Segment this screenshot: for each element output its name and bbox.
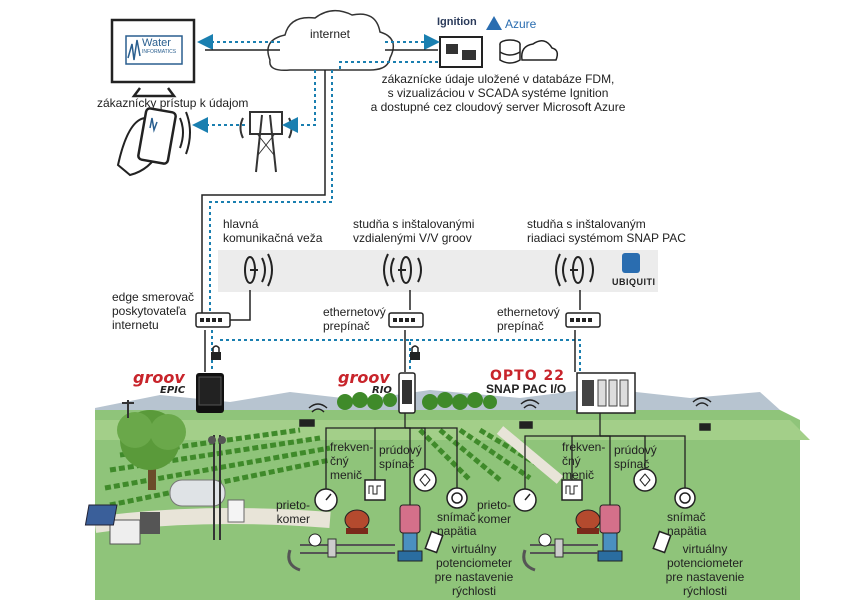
customer-data-line-3: a dostupné cez cloudový server Microsoft…	[370, 100, 626, 114]
edge-router-label-line-3: internetu	[112, 318, 159, 332]
left-flowmeter-label: prieto- komer	[262, 498, 310, 526]
left-current-switch-label: prúdový spínač	[379, 443, 422, 471]
well-snap-label: studňa s inštalovaným riadiaci systémom …	[527, 217, 686, 245]
tower-label: hlavná komunikačná veža	[223, 217, 322, 245]
well-groov-label: studňa s inštalovanými vzdialenými V/V g…	[353, 217, 474, 245]
well-snap-label-line-2: riadiaci systémom SNAP PAC	[527, 231, 686, 245]
left-flowmeter-line-1: prieto-	[275, 498, 310, 512]
tower-label-line-1: hlavná	[223, 217, 259, 231]
right-pot-line-4: rýchlosti	[682, 584, 727, 598]
customer-data-line-1: zákaznícke údaje uložené v databáze FDM,	[381, 72, 615, 86]
right-voltage-sensor-line-1: snímač	[667, 510, 706, 524]
right-vfd-line-1: frekven-	[562, 440, 606, 454]
switch-label-1-line-2: prepínač	[323, 319, 370, 333]
left-voltage-sensor-label: snímač napätia	[437, 510, 476, 538]
water-informatics-logo: Water INFORMATICS	[142, 37, 182, 55]
right-vfd-line-2: čný	[562, 454, 581, 468]
cloud-server	[439, 16, 559, 68]
left-vfd-line-1: frekven-	[330, 440, 374, 454]
left-vfd-line-2: čný	[330, 454, 349, 468]
left-pot-line-4: rýchlosti	[451, 584, 496, 598]
internet-label: internet	[309, 27, 351, 41]
well-groov-label-line-1: studňa s inštalovanými	[353, 217, 475, 231]
ubiquiti-label: UBIQUITI	[612, 277, 656, 287]
right-flowmeter-label: prieto- komer	[463, 498, 511, 526]
left-pot-line-1: virtuálny	[451, 542, 497, 556]
tower-label-line-2: komunikačná veža	[223, 231, 323, 245]
edge-router-label: edge smerovač poskytovateľa internetu	[112, 290, 194, 332]
right-current-switch-line-2: spínač	[614, 457, 650, 471]
water-logo-word: Water	[142, 37, 171, 49]
internet-cloud	[267, 9, 395, 72]
groov-epic-device	[196, 373, 224, 413]
groov-rio-brand: groov	[338, 368, 390, 387]
radio-link-band	[218, 250, 658, 292]
right-pot-label: virtuálny potenciometer pre nastavenie r…	[655, 542, 755, 598]
opto22-brand: OPTO 22	[490, 368, 565, 384]
right-flowmeter-line-2: komer	[477, 512, 511, 526]
left-well-instruments	[287, 468, 468, 572]
customer-monitor	[110, 18, 196, 98]
left-pot-line-3: pre nastavenie	[434, 570, 514, 584]
right-pot-line-2: potenciometer	[666, 556, 744, 570]
right-well-instruments	[513, 468, 696, 572]
left-pot-line-2: potenciometer	[435, 556, 513, 570]
customer-data-line-2: s vizualizáciou v SCADA systéme Ignition	[387, 86, 609, 100]
switch-label-1: ethernetový prepínač	[323, 305, 386, 333]
lock-icons	[211, 345, 420, 360]
left-current-switch-line-2: spínač	[379, 457, 415, 471]
right-vfd-label: frekven- čný menič	[562, 440, 605, 482]
edge-router-label-line-2: poskytovateľa	[112, 304, 187, 318]
left-pot-label: virtuálny potenciometer pre nastavenie r…	[424, 542, 524, 598]
right-current-switch-line-1: prúdový	[614, 443, 657, 457]
instrument-wiring	[325, 413, 686, 505]
cell-tower	[239, 111, 293, 173]
snap-pac-rack	[576, 372, 636, 414]
switch-label-1-line-1: ethernetový	[323, 305, 386, 319]
groov-rio-model: RIO	[372, 385, 392, 396]
right-pot-line-3: pre nastavenie	[665, 570, 745, 584]
left-vfd-line-3: menič	[330, 468, 363, 482]
right-flowmeter-line-1: prieto-	[476, 498, 511, 512]
left-voltage-sensor-line-2: napätia	[437, 524, 477, 538]
left-flowmeter-line-2: komer	[276, 512, 310, 526]
groov-epic-brand: groov	[133, 368, 185, 387]
left-current-switch-line-1: prúdový	[379, 443, 422, 457]
groov-epic-model: EPIC	[160, 385, 186, 396]
switch-label-2-line-1: ethernetový	[497, 305, 560, 319]
right-current-switch-label: prúdový spínač	[614, 443, 657, 471]
groov-rio-device	[398, 372, 416, 414]
switch-label-2-line-2: prepínač	[497, 319, 544, 333]
right-pot-line-1: virtuálny	[682, 542, 728, 556]
snap-pac-model: SNAP PAC I/O	[486, 382, 567, 396]
field-sensors	[299, 397, 712, 431]
right-vfd-line-3: menič	[562, 468, 595, 482]
left-voltage-sensor-line-1: snímač	[437, 510, 476, 524]
field-equipment	[84, 435, 245, 545]
switch-label-2: ethernetový prepínač	[497, 305, 560, 333]
ubiquiti-logo	[622, 253, 640, 273]
customer-data-description: zákaznícke údaje uložené v databáze FDM,…	[348, 72, 648, 114]
edge-router-label-line-1: edge smerovač	[112, 290, 195, 304]
customer-phone	[116, 107, 191, 177]
well-groov-label-line-2: vzdialenými V/V groov	[353, 231, 472, 245]
right-voltage-sensor-line-2: napätia	[667, 524, 707, 538]
water-logo-subword: INFORMATICS	[142, 49, 177, 55]
radio-dishes	[244, 253, 594, 287]
right-voltage-sensor-label: snímač napätia	[667, 510, 706, 538]
network-lines	[192, 34, 581, 372]
left-vfd-label: frekven- čný menič	[330, 440, 373, 482]
ethernet-switches	[195, 312, 601, 328]
ignition-logo: Ignition	[437, 16, 477, 28]
azure-logo: Azure	[505, 17, 537, 31]
well-snap-label-line-1: studňa s inštalovaným	[527, 217, 646, 231]
customer-access-label: zákaznícky prístup k údajom	[97, 96, 249, 110]
